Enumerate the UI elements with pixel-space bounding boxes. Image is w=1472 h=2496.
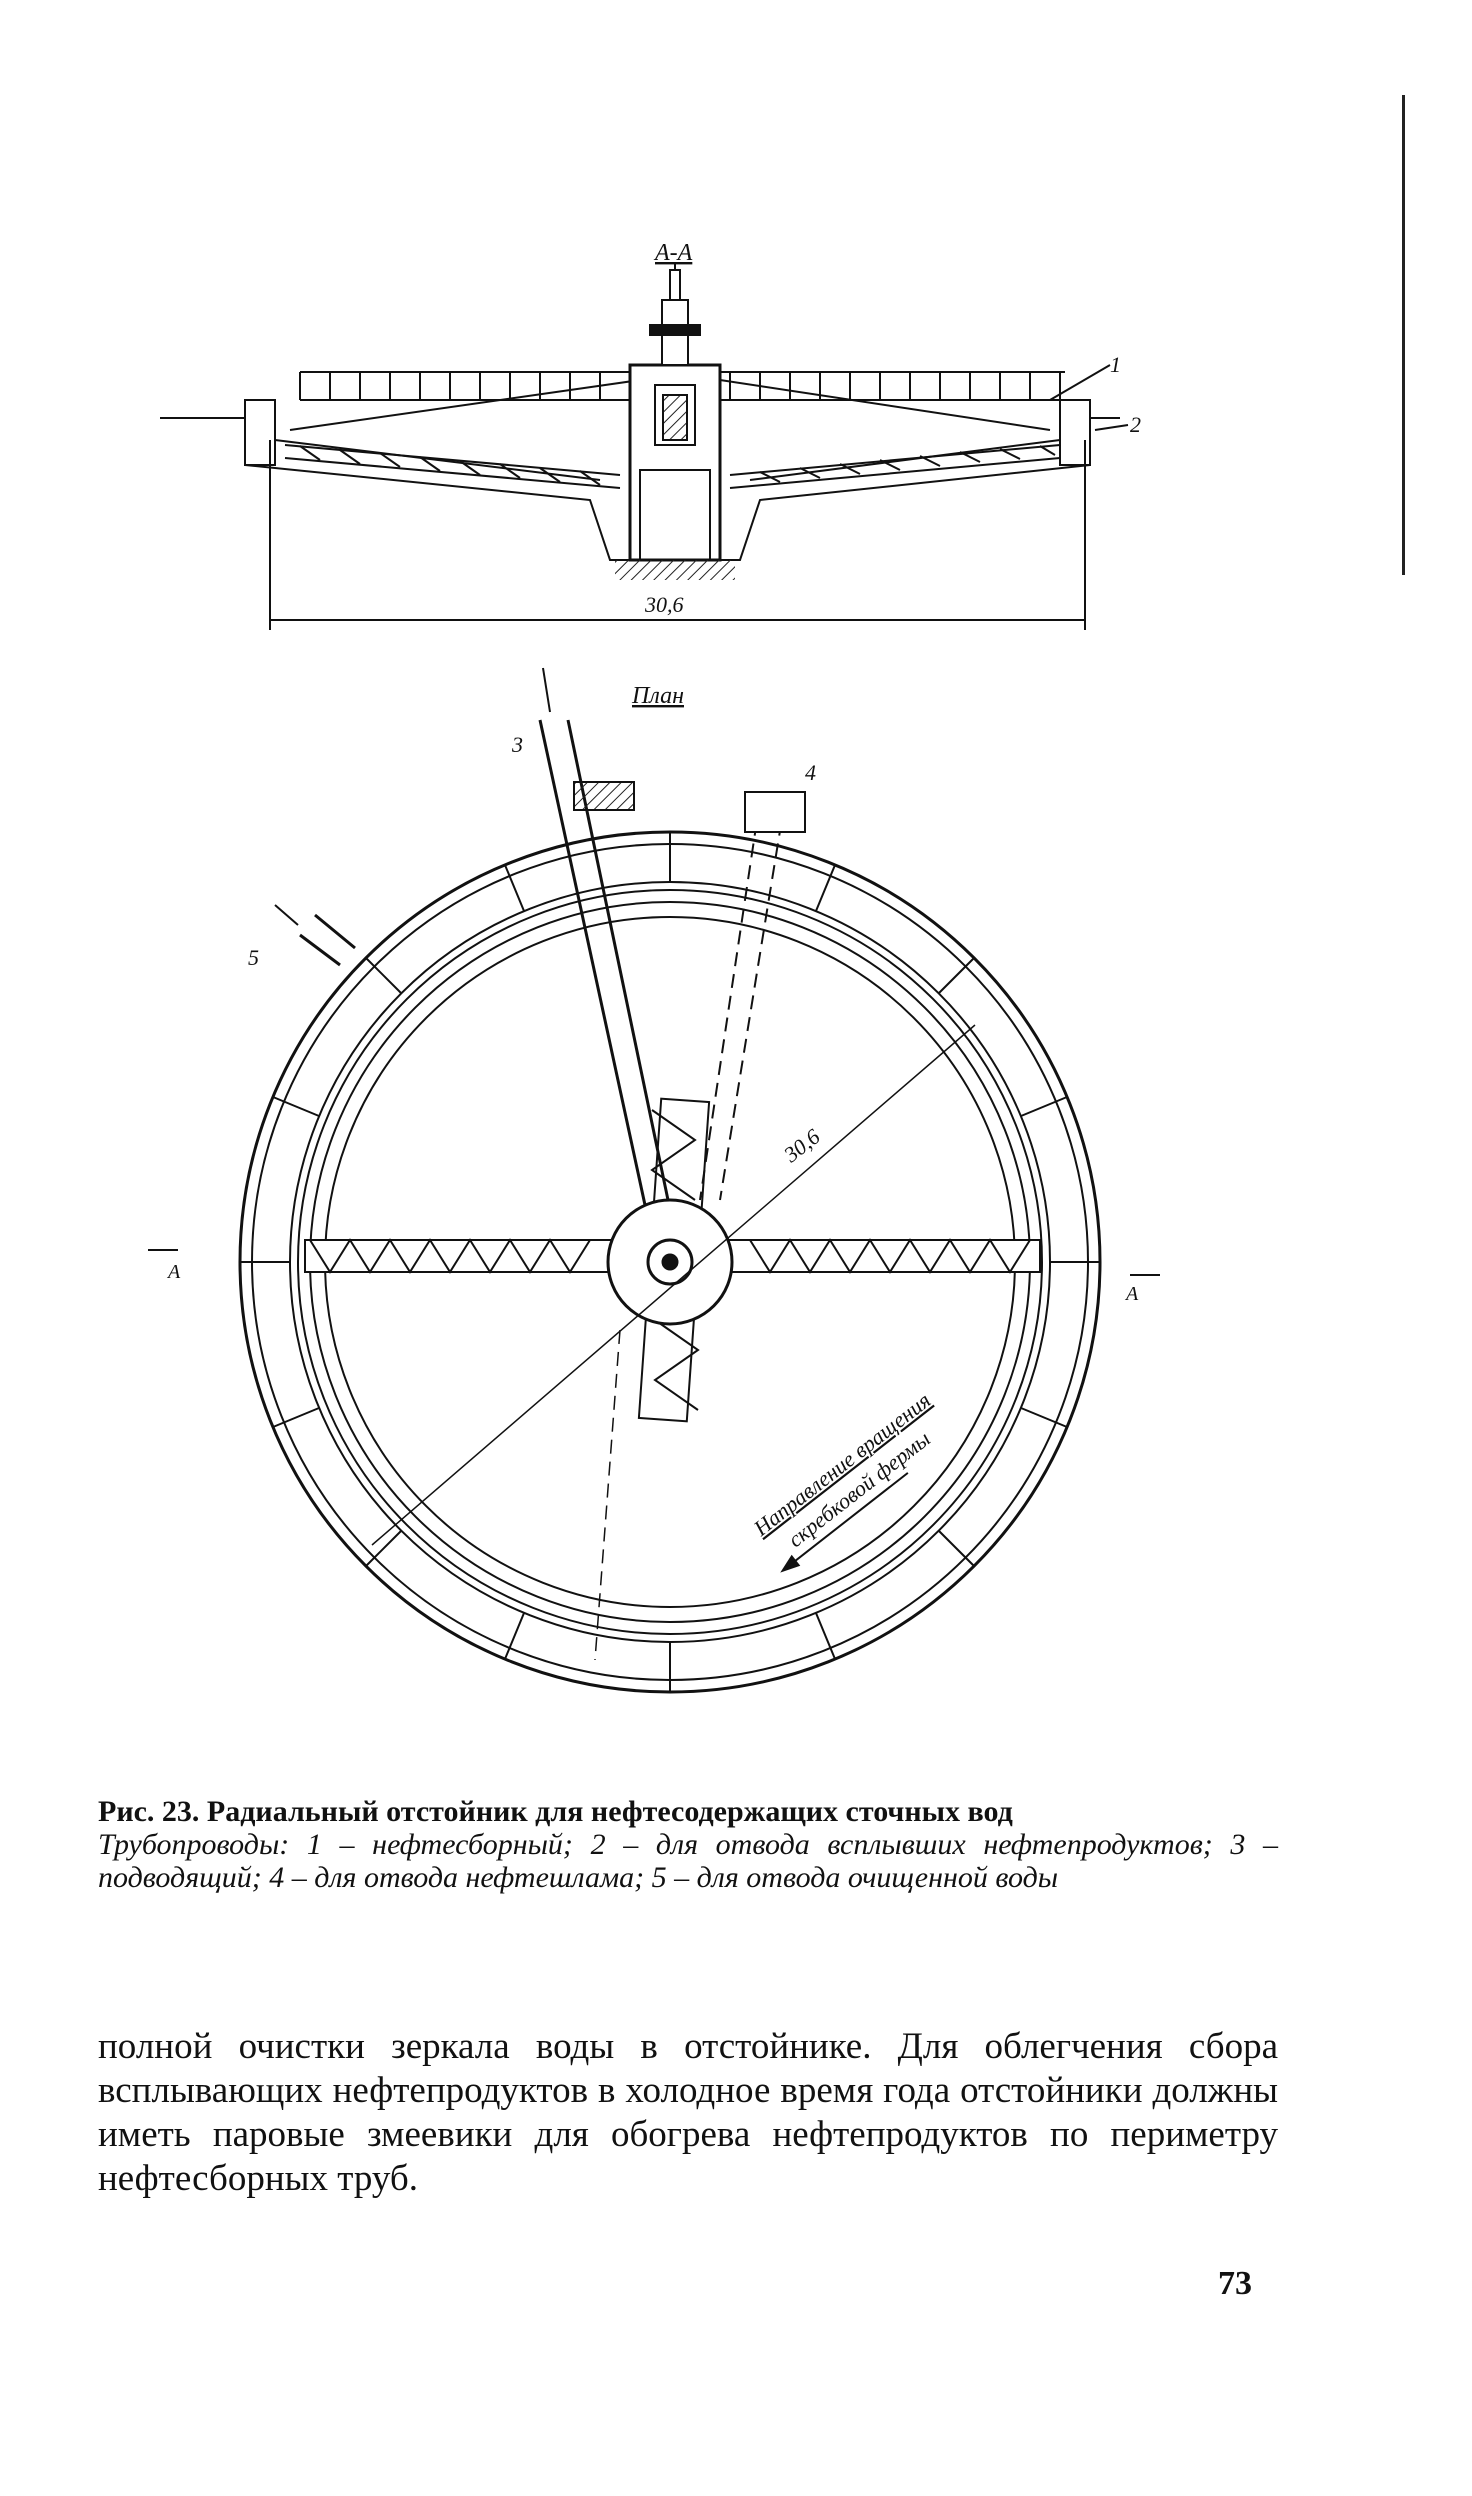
- section-mark-left: А: [166, 1261, 181, 1283]
- rim-ties: [240, 832, 1100, 1692]
- section-mark-right: А: [1124, 1283, 1139, 1305]
- caption-body: Трубопроводы: 1 – нефтесборный; 2 – для …: [98, 1828, 1278, 1894]
- callout-4: 4: [805, 760, 816, 785]
- callout-5: 5: [248, 945, 259, 970]
- truss-diagonals: [299, 445, 1056, 486]
- settler-drawing: А-А: [148, 240, 1160, 1694]
- railing-posts: [299, 372, 1061, 400]
- callout-3: 3: [511, 732, 523, 757]
- plan-view: План: [148, 667, 1160, 1694]
- rotation-note: Направление вращения скребковой фермы: [748, 1387, 935, 1573]
- margin-rule: [1402, 95, 1405, 575]
- section-dimension: 30,6: [644, 592, 684, 617]
- section-view: А-А: [160, 240, 1141, 630]
- body-paragraph: полной очистки зеркала воды в отстойнике…: [98, 2026, 1278, 2199]
- plan-label: План: [631, 683, 684, 709]
- callout-2: 2: [1130, 412, 1141, 437]
- caption-title: Рис. 23. Радиальный отстойник для нефтес…: [98, 1795, 1013, 1828]
- section-label: А-А: [653, 240, 693, 266]
- figure-caption: Рис. 23. Радиальный отстойник для нефтес…: [98, 1795, 1278, 1894]
- callout-1: 1: [1110, 352, 1121, 377]
- page-number: 73: [1218, 2265, 1252, 2302]
